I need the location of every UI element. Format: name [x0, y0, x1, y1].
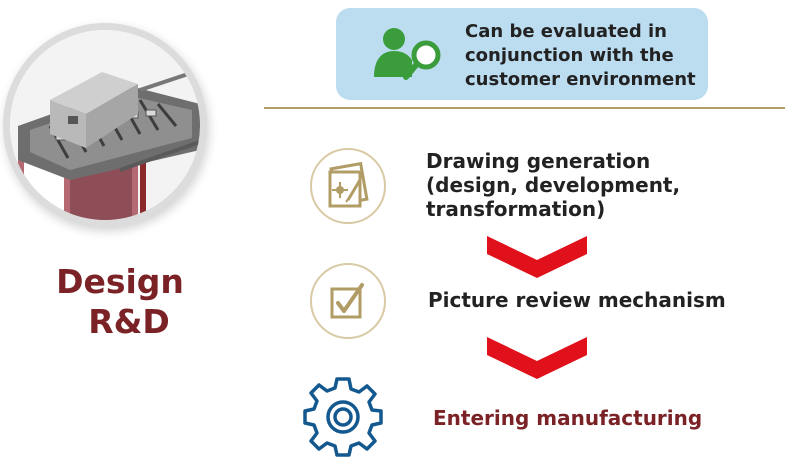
- divider: [264, 107, 785, 109]
- gear-icon: [303, 377, 383, 457]
- section-title-line2: R&D: [88, 302, 170, 341]
- callout-line: conjunction with the: [465, 45, 674, 66]
- step-line: (design, development,: [426, 173, 681, 197]
- step-line: Drawing generation: [426, 149, 651, 173]
- chevron-down-icon: [487, 236, 587, 278]
- step-entering-manufacturing: Entering manufacturing: [433, 406, 763, 430]
- step-line: Picture review mechanism: [428, 288, 726, 312]
- step-line: Entering manufacturing: [433, 406, 703, 430]
- step-icon-circle: [310, 263, 386, 339]
- callout-line: customer environment: [465, 69, 696, 90]
- machine-illustration: [10, 30, 200, 220]
- step-line: transformation): [426, 197, 606, 221]
- callout-line: Can be evaluated in: [465, 21, 667, 42]
- section-title: Design R&D: [40, 262, 200, 342]
- machine-image: [10, 30, 200, 220]
- checkbox-icon: [330, 283, 364, 319]
- step-picture-review: Picture review mechanism: [428, 288, 758, 312]
- step-icon-circle: [310, 148, 386, 224]
- drawing-icon: [328, 161, 369, 208]
- user-search-icon: [374, 28, 441, 80]
- step-drawing-generation: Drawing generation (design, development,…: [426, 149, 756, 221]
- callout-text: Can be evaluated in conjunction with the…: [465, 20, 705, 92]
- chevron-down-icon: [487, 337, 587, 379]
- section-title-line1: Design: [56, 262, 184, 301]
